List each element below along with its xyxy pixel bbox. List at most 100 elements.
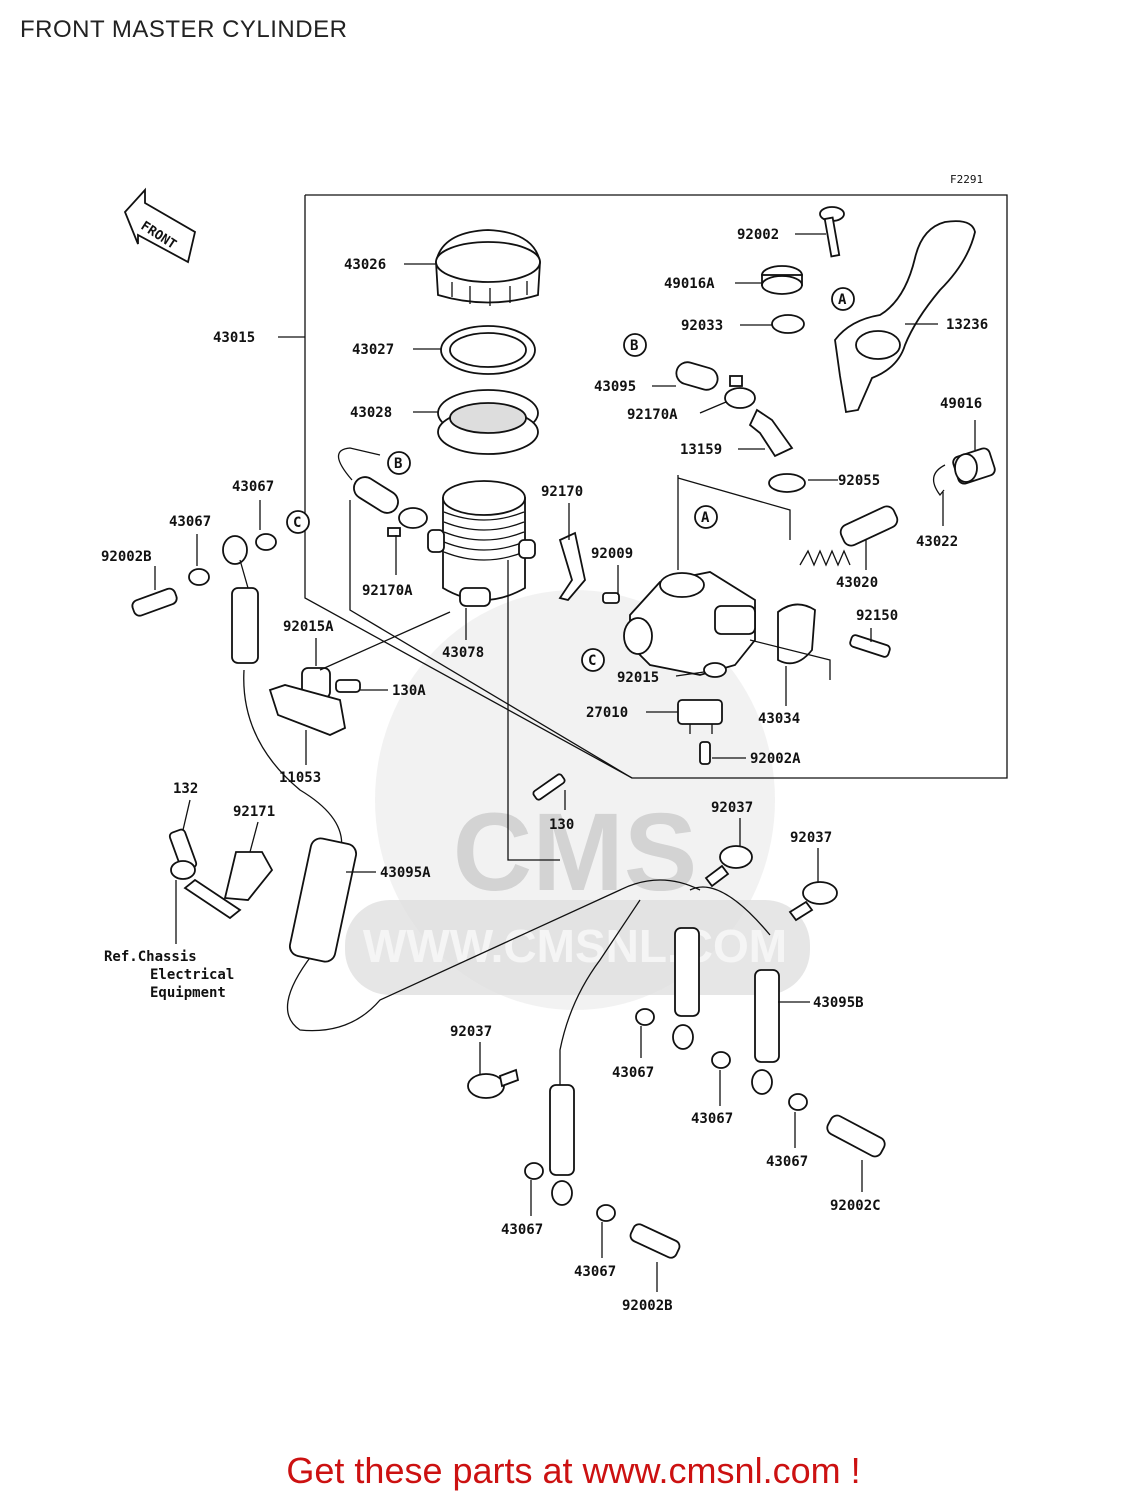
part-label: 11053 [279,770,321,786]
washer-43067-e [788,1093,808,1111]
hose-43095a [288,837,358,963]
part-label: 130A [392,683,426,699]
clip-43022 [933,464,946,497]
part-label: 43020 [836,575,878,591]
piston-assy-43020 [799,505,899,567]
reservoir-body-43078 [427,480,536,607]
washer-43067-a [255,533,277,551]
part-labels: 92002 49016A 92033 13236 43026 43015 430… [101,227,988,1314]
parts-diagram: CMS WWW.CMSNL.COM F2291 FRONT [101,173,1008,1314]
master-cylinder-body [623,571,756,676]
hose-clamp-92170a [387,375,756,537]
banjo-fitting-upper [222,535,259,664]
part-label: 43067 [691,1111,733,1127]
figure-code: F2291 [950,173,983,186]
washer-43067-b [188,568,210,586]
part-label: 13236 [946,317,988,333]
watermark-brand: CMS [453,791,697,914]
clamp-43034 [777,603,816,665]
part-label: 92037 [711,800,753,816]
front-arrow-icon: FRONT [123,187,197,264]
part-label: 92170 [541,484,583,500]
circle-marker-b-lower: B [387,451,411,475]
bolt-92009 [602,592,620,604]
part-label: 92002C [830,1198,881,1214]
part-label: 13159 [680,442,722,458]
part-label: 43067 [501,1222,543,1238]
part-label: 92037 [790,830,832,846]
bracket-92170 [558,531,586,602]
ring-92033 [771,314,805,334]
svg-text:C: C [293,515,301,531]
circle-marker-b-upper: B [623,333,647,357]
part-label: 132 [173,781,198,797]
diaphragm-43027 [440,325,536,375]
part-label: 92002A [750,751,801,767]
part-label: 43026 [344,257,386,273]
clamp-92037-a [704,845,753,888]
banjo-lower-left [551,1024,773,1206]
part-label: 92170A [627,407,678,423]
clamp-92037-b [788,881,838,922]
svg-text:B: B [394,456,402,472]
bushing-49016 [952,447,996,485]
washer-43067-d [711,1051,731,1069]
part-label: 43067 [169,514,211,530]
screw-92002a [699,741,711,765]
o-ring-92055 [768,473,806,493]
svg-text:C: C [588,653,596,669]
part-label: 130 [549,817,574,833]
part-label: 92055 [838,473,880,489]
part-label: 92015A [283,619,334,635]
part-label: 43034 [758,711,800,727]
svg-text:B: B [630,338,638,354]
part-label: 49016 [940,396,982,412]
part-label: 43095A [380,865,431,881]
part-label: 92002B [622,1298,673,1314]
brake-line-lower [559,886,771,1085]
washer-43067-f [524,1162,544,1180]
part-label: 92037 [450,1024,492,1040]
bolt-130 [532,773,566,801]
banjo-bolt-92002b-lower [629,1223,681,1259]
plate-43028 [437,389,539,455]
part-label: 43067 [766,1154,808,1170]
banjo-bolt-92002b-upper [131,587,178,617]
svg-text:Electrical: Electrical [150,967,234,983]
bolt-92150 [849,634,891,658]
part-label: 43095 [594,379,636,395]
part-label: 92170A [362,583,413,599]
banjo-bolt-92002c [826,1114,886,1158]
brake-line-43095a [243,669,701,1032]
watermark-url: WWW.CMSNL.COM [363,920,787,972]
part-label: 92033 [681,318,723,334]
nut-92015 [703,662,727,678]
washer-43067-c [635,1008,655,1026]
hose-43095b [549,927,780,1176]
part-label: 43028 [350,405,392,421]
clamp-92037-c [467,1068,520,1099]
leader-lines [154,233,976,1292]
part-label: 92002B [101,549,152,565]
reservoir-cap-43026 [435,229,541,306]
svg-text:Equipment: Equipment [150,985,226,1001]
svg-text:A: A [701,510,710,526]
part-label: 43067 [574,1264,616,1280]
bolt-130a [335,679,361,693]
bracket-132 [168,828,242,920]
part-label: 92015 [617,670,659,686]
fitting-13159 [748,408,794,458]
circle-marker-c-upper: C [286,510,310,534]
footer-ad-link[interactable]: Get these parts at www.cmsnl.com ! [286,1450,861,1491]
hose-43095 [337,361,719,514]
svg-text:A: A [838,292,847,308]
part-label: 43078 [442,645,484,661]
part-label: 43067 [232,479,274,495]
bracket-92171 [223,851,274,901]
pivot-bolt-92002 [819,206,845,258]
circle-marker-a-upper: A [831,287,855,311]
part-label: 49016A [664,276,715,292]
washer-43067-g [596,1204,616,1222]
reference-note: Ref.Chassis Electrical Equipment [104,949,234,1001]
part-label: 92009 [591,546,633,562]
